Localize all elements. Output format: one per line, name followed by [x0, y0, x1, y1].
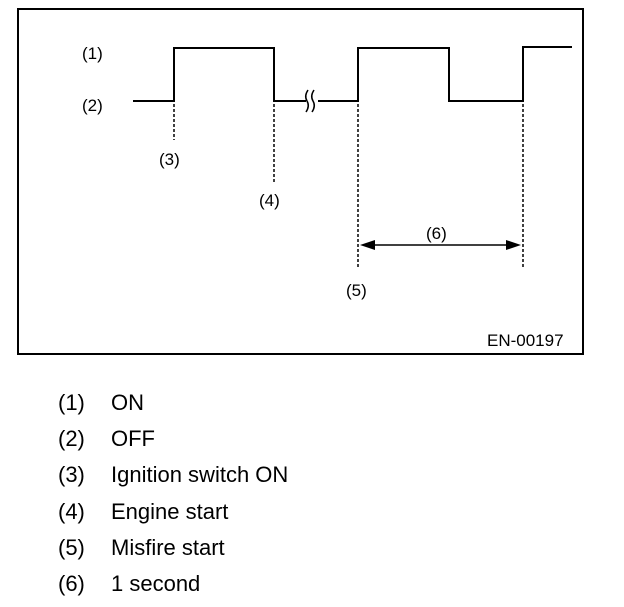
break-symbol [304, 89, 316, 113]
level-label-off: (2) [82, 96, 103, 115]
legend-text: 1 second [111, 570, 201, 596]
figure-code: EN-00197 [487, 331, 564, 350]
legend-marker: (4) [58, 498, 85, 524]
diagram-frame [17, 8, 584, 355]
event-label-ignition-switch-on: (3) [159, 150, 180, 169]
legend-text: Engine start [111, 498, 229, 524]
legend-marker: (1) [58, 390, 85, 415]
legend-text: Ignition switch ON [111, 462, 289, 488]
dimension-arrow-left [360, 240, 375, 250]
legend-text: Misfire start [111, 534, 225, 560]
legend-text: ON [111, 390, 144, 415]
legend-text: OFF [111, 426, 155, 452]
signal-waveform-second-segment [318, 46, 572, 102]
event-label-one-second: (6) [426, 224, 447, 243]
legend-marker: (5) [58, 534, 85, 560]
event-label-engine-start: (4) [259, 191, 280, 210]
event-label-misfire-start: (5) [346, 281, 367, 300]
legend-marker: (2) [58, 426, 85, 452]
legend-marker: (3) [58, 462, 85, 488]
legend-marker: (6) [58, 570, 85, 596]
level-label-on: (1) [82, 44, 103, 63]
signal-waveform-first-segment [133, 47, 306, 102]
dimension-arrow-right [506, 240, 521, 250]
